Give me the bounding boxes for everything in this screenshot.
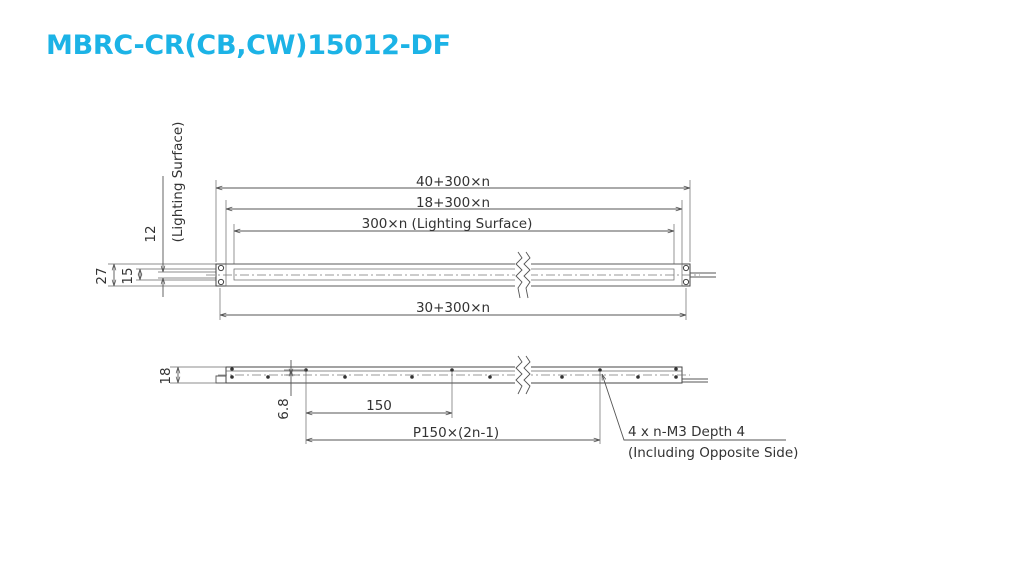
dim-pitch-total: P150×(2n-1) (413, 425, 499, 441)
dim-pitch-first: 150 (366, 398, 392, 414)
dim-side-height: 18 (158, 367, 174, 384)
dim-overall-top: 40+300×n (416, 174, 490, 190)
dim-lighting: 300×n (Lighting Surface) (362, 216, 533, 232)
dim-height-inner: 15 (120, 267, 136, 284)
note-thread: 4 x n-M3 Depth 4 (628, 424, 745, 440)
top-view: 40+300×n 18+300×n 300×n (Lighting Surfac… (94, 122, 716, 320)
page-title: MBRC-CR(CB,CW)15012-DF (46, 30, 451, 61)
dim-middle: 18+300×n (416, 195, 490, 211)
dim-offset: 6.8 (276, 398, 292, 419)
dim-bottom: 30+300×n (416, 300, 490, 316)
lighting-surface-label: (Lighting Surface) (170, 122, 186, 243)
mounting-holes (230, 367, 678, 379)
side-view: 18 6.8 150 P150×(2n-1) 4 x n-M3 Depth 4 … (158, 354, 798, 461)
light-bar-top (206, 250, 716, 300)
note-opposite-side: (Including Opposite Side) (628, 445, 798, 461)
dim-lighting-width: 12 (143, 225, 159, 242)
dim-height-total: 27 (94, 267, 110, 284)
